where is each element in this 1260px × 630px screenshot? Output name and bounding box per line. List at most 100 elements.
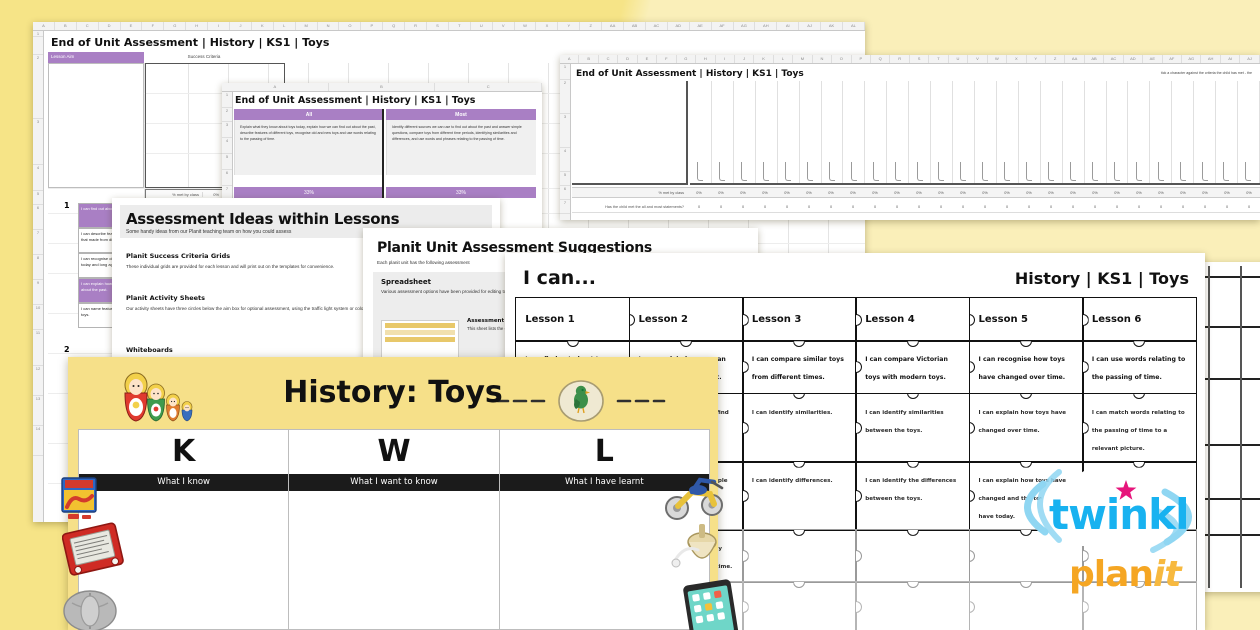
pupil-column[interactable]: [822, 81, 844, 183]
row-number[interactable]: 4: [560, 148, 570, 172]
column-letter[interactable]: W: [515, 22, 537, 30]
percent-value[interactable]: 0%: [1180, 190, 1186, 195]
question-value[interactable]: 0: [1115, 204, 1119, 209]
column-letter[interactable]: C: [77, 22, 99, 30]
column-letter[interactable]: K: [252, 22, 274, 30]
column-letter[interactable]: X: [536, 22, 559, 30]
row-number[interactable]: 13: [33, 396, 43, 426]
percent-value[interactable]: 0%: [916, 190, 922, 195]
column-letter[interactable]: D: [99, 22, 121, 30]
percent-value[interactable]: 0%: [202, 192, 229, 197]
pupil-column[interactable]: [1150, 81, 1173, 183]
header-lesson-aim[interactable]: Lesson Aim: [48, 52, 144, 63]
column-letter[interactable]: AH: [1201, 55, 1221, 63]
column-letter[interactable]: R: [405, 22, 428, 30]
row-number[interactable]: 3: [222, 122, 232, 138]
question-value[interactable]: 0: [1159, 204, 1163, 209]
percent-value[interactable]: 0%: [784, 190, 790, 195]
question-value[interactable]: 0: [763, 204, 767, 209]
row-number[interactable]: 7: [560, 200, 570, 214]
percent-all[interactable]: 33%: [234, 187, 386, 198]
percent-value[interactable]: 0%: [762, 190, 768, 195]
row-number[interactable]: 5: [222, 154, 232, 170]
header-most[interactable]: Most: [386, 109, 538, 120]
criteria-text-most[interactable]: Identify different sources we can use to…: [386, 120, 538, 175]
question-value[interactable]: 0: [939, 204, 943, 209]
column-letter[interactable]: Q: [871, 55, 891, 63]
row-number[interactable]: 1: [33, 31, 43, 37]
question-value[interactable]: 0: [697, 204, 701, 209]
pupil-column[interactable]: [1019, 81, 1041, 183]
row-number[interactable]: 4: [222, 138, 232, 154]
question-value[interactable]: 0: [1225, 204, 1229, 209]
column-letter[interactable]: T: [449, 22, 471, 30]
pupil-column[interactable]: [712, 81, 734, 183]
percent-value[interactable]: 0%: [1026, 190, 1032, 195]
background-grid-document[interactable]: [1196, 262, 1260, 592]
lesson-aim-cell[interactable]: [48, 63, 144, 188]
question-value[interactable]: 0: [1203, 204, 1207, 209]
column-letter[interactable]: G: [677, 55, 697, 63]
puzzle-statement-cell[interactable]: I can compare similar toys from differen…: [741, 340, 862, 400]
row-number[interactable]: 1: [560, 64, 570, 80]
percent-value[interactable]: 0%: [740, 190, 746, 195]
row-number[interactable]: 2: [33, 55, 43, 119]
percent-value[interactable]: 0%: [1202, 190, 1208, 195]
pupil-column[interactable]: [690, 81, 712, 183]
row-number[interactable]: 14: [33, 426, 43, 456]
pupil-column[interactable]: [909, 81, 932, 183]
percent-value[interactable]: 0%: [1048, 190, 1054, 195]
pupil-column[interactable]: [1172, 81, 1195, 183]
kwl-chart[interactable]: History: Toys K What I know W What I wan…: [68, 357, 718, 630]
spreadsheet-assessment-right[interactable]: A B C D E F G H I J K L M N O P Q R S T …: [560, 55, 1260, 220]
column-letter[interactable]: U: [949, 55, 969, 63]
column-letter[interactable]: P: [852, 55, 871, 63]
pupil-column[interactable]: [1194, 81, 1217, 183]
column-letter[interactable]: AE: [1143, 55, 1163, 63]
puzzle-statement-cell[interactable]: [741, 581, 862, 630]
question-value[interactable]: 0: [1071, 204, 1075, 209]
column-letter[interactable]: Z: [1046, 55, 1066, 63]
column-letter[interactable]: D: [618, 55, 638, 63]
puzzle-statement-cell[interactable]: I can identify similarities between the …: [855, 392, 976, 468]
row-number[interactable]: 4: [33, 165, 43, 191]
column-letter[interactable]: A: [560, 55, 580, 63]
puzzle-statement-cell[interactable]: I can compare Victorian toys with modern…: [855, 340, 976, 400]
pupil-column[interactable]: [800, 81, 822, 183]
column-letter[interactable]: C: [599, 55, 619, 63]
column-letter[interactable]: T: [929, 55, 949, 63]
question-value[interactable]: 0: [1005, 204, 1009, 209]
question-value[interactable]: 0: [983, 204, 987, 209]
row-number[interactable]: 2: [222, 108, 232, 122]
puzzle-statement-cell[interactable]: I can identify the differences between t…: [855, 460, 976, 536]
column-letter[interactable]: Q: [383, 22, 406, 30]
puzzle-lesson-header[interactable]: Lesson 6: [1081, 297, 1197, 348]
question-value[interactable]: 0: [1049, 204, 1053, 209]
column-letter[interactable]: O: [832, 55, 852, 63]
percent-value[interactable]: 0%: [718, 190, 724, 195]
column-letter[interactable]: C: [435, 83, 542, 91]
column-letter[interactable]: AF: [1163, 55, 1182, 63]
row-number[interactable]: 5: [560, 172, 570, 186]
column-letter[interactable]: Y: [1027, 55, 1046, 63]
puzzle-statement-cell[interactable]: [855, 581, 976, 630]
kwl-column-l[interactable]: L What I have learnt: [499, 430, 709, 629]
column-letter[interactable]: AA: [602, 22, 625, 30]
column-letter[interactable]: H: [696, 55, 716, 63]
pupil-column[interactable]: [931, 81, 954, 183]
column-letter[interactable]: AC: [1104, 55, 1124, 63]
column-letter[interactable]: X: [1007, 55, 1027, 63]
puzzle-statement-cell[interactable]: I can recognise how toys have changed ov…: [968, 340, 1089, 400]
row-number[interactable]: 9: [33, 280, 43, 305]
column-letter[interactable]: AD: [668, 22, 690, 30]
kwl-column-k[interactable]: K What I know: [79, 430, 290, 629]
question-value[interactable]: 0: [1093, 204, 1097, 209]
percent-value[interactable]: 0%: [1070, 190, 1076, 195]
puzzle-lesson-header[interactable]: Lesson 2: [628, 297, 749, 348]
row-number[interactable]: 6: [33, 205, 43, 230]
pupil-column[interactable]: [865, 81, 888, 183]
column-letter[interactable]: F: [142, 22, 165, 30]
column-letter[interactable]: O: [339, 22, 362, 30]
row-number[interactable]: 3: [560, 114, 570, 148]
column-letter[interactable]: Z: [580, 22, 603, 30]
